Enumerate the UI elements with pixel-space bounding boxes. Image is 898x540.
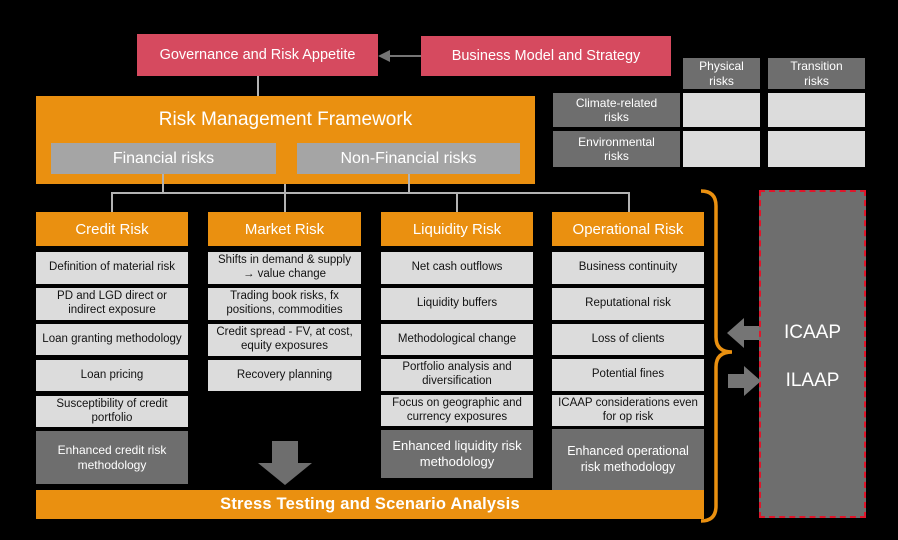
table-col-header-physical: Physical risks — [683, 58, 760, 89]
column-header-market-risk: Market Risk — [208, 212, 361, 246]
risk-item: Trading book risks, fx positions, commod… — [208, 288, 361, 320]
brace-icon — [700, 189, 733, 523]
risk-item: Recovery planning — [208, 360, 361, 391]
arrow-left-icon — [727, 318, 759, 348]
business-model-box: Business Model and Strategy — [421, 36, 671, 76]
risk-item: Susceptibility of credit portfolio — [36, 396, 188, 427]
risk-item: Loan granting methodology — [36, 324, 188, 355]
icaap-ilaap-box: ICAAP ILAAP — [759, 190, 866, 518]
non-financial-risks-box: Non-Financial risks — [297, 143, 520, 174]
risk-item: Portfolio analysis and diversification — [381, 359, 533, 391]
risk-item: Liquidity buffers — [381, 288, 533, 320]
table-cell — [768, 93, 865, 127]
risk-item: Loss of clients — [552, 324, 704, 355]
risk-item: Methodological change — [381, 324, 533, 355]
governance-box: Governance and Risk Appetite — [137, 34, 378, 76]
down-arrow-icon — [258, 441, 312, 485]
table-row-header-climate: Climate-related risks — [553, 93, 680, 127]
framework-title: Risk Management Framework — [158, 109, 413, 130]
column-header-credit-risk: Credit Risk — [36, 212, 188, 246]
framework-box: Risk Management Framework Financial risk… — [36, 96, 535, 184]
flow-arrow-icon — [378, 50, 421, 62]
enhanced-risk-item: Enhanced liquidity risk methodology — [381, 430, 533, 478]
risk-item: Net cash outflows — [381, 252, 533, 284]
risk-item: Potential fines — [552, 359, 704, 391]
risk-item: Focus on geographic and currency exposur… — [381, 395, 533, 426]
table-cell — [683, 93, 760, 127]
ilaap-label: ILAAP — [785, 370, 840, 391]
risk-item: Credit spread - FV, at cost, equity expo… — [208, 324, 361, 356]
risk-item: ICAAP considerations even for op risk — [552, 395, 704, 426]
enhanced-risk-item: Enhanced operational risk methodology — [552, 429, 704, 490]
risk-item: Business continuity — [552, 252, 704, 284]
column-header-operational-risk: Operational Risk — [552, 212, 704, 246]
icaap-label: ICAAP — [783, 322, 842, 343]
risk-item: Shifts in demand & supply → value change — [208, 252, 361, 284]
arrow-right-icon — [728, 366, 761, 396]
table-cell — [683, 131, 760, 167]
enhanced-risk-item: Enhanced credit risk methodology — [36, 431, 188, 484]
risk-item: Reputational risk — [552, 288, 704, 320]
risk-item: Loan pricing — [36, 360, 188, 391]
risk-item: Definition of material risk — [36, 252, 188, 284]
financial-risks-box: Financial risks — [51, 143, 276, 174]
stress-testing-bar: Stress Testing and Scenario Analysis — [36, 490, 704, 519]
column-header-liquidity-risk: Liquidity Risk — [381, 212, 533, 246]
risk-item: PD and LGD direct or indirect exposure — [36, 288, 188, 320]
table-col-header-transition: Transition risks — [768, 58, 865, 89]
table-cell — [768, 131, 865, 167]
table-row-header-environmental: Environmental risks — [553, 131, 680, 167]
